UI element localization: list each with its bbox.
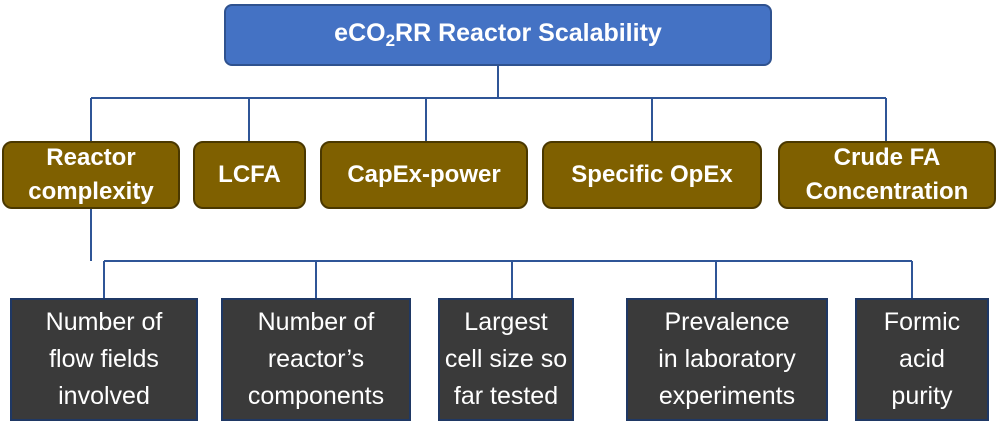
factor-formic-acid-purity: Formic acid purity <box>855 298 989 421</box>
factor-reactor-components: Number of reactor’s components <box>221 298 411 421</box>
factor-largest-cell-size: Largest cell size so far tested <box>438 298 574 421</box>
criterion-crude-fa-concentration: Crude FA Concentration <box>778 141 996 209</box>
criterion-reactor-complexity: Reactor complexity <box>2 141 180 209</box>
complexity-to-factors-connector <box>90 209 913 298</box>
root-to-criteria-connector <box>90 66 887 141</box>
diagram-root-node: eCO2RR Reactor Scalability <box>224 4 772 66</box>
criterion-capex-power: CapEx-power <box>320 141 528 209</box>
factor-laboratory-prevalence: Prevalence in laboratory experiments <box>626 298 828 421</box>
criterion-lcfa: LCFA <box>193 141 306 209</box>
criterion-specific-opex: Specific OpEx <box>542 141 762 209</box>
root-label: eCO2RR Reactor Scalability <box>334 19 662 50</box>
factor-flow-fields: Number of flow fields involved <box>10 298 198 421</box>
